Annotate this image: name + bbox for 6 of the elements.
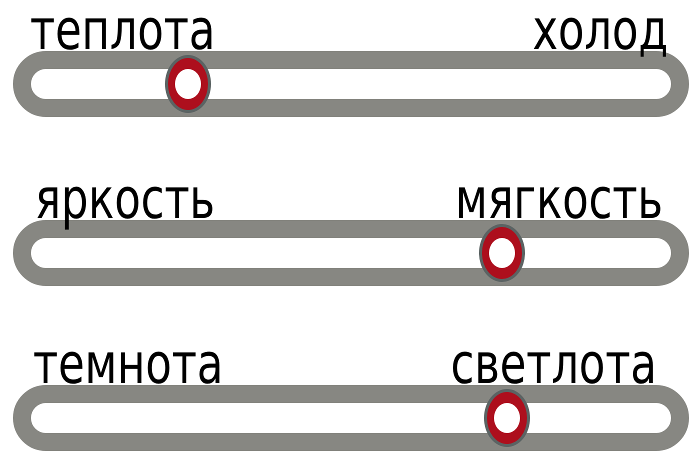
slider-label: светлота xyxy=(450,334,657,396)
slider-label: яркость xyxy=(35,169,215,231)
slider-label: мягкость xyxy=(455,169,663,231)
slider-label: теплота xyxy=(30,0,216,62)
slider-label: холод xyxy=(532,0,668,62)
slider-label: темнота xyxy=(33,334,224,396)
